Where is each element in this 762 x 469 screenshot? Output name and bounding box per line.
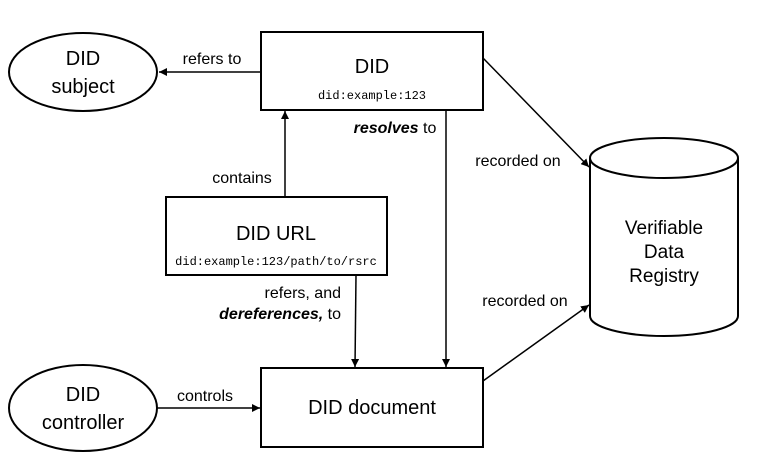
did-recorded-on-label: recorded on [475, 153, 560, 170]
did-code: did:example:123 [318, 89, 426, 103]
did-url-code: did:example:123/path/to/rsrc [175, 255, 377, 269]
resolves-rest: to [419, 120, 437, 137]
did-controller-line1: DID [66, 384, 100, 406]
resolves-emph: resolves [354, 120, 419, 137]
dereferences-to-arrow [351, 274, 360, 368]
dereferences-to-label: dereferences, to [219, 306, 341, 323]
did-controller-node: DID controller [8, 364, 158, 452]
did-document-node: DID document [260, 367, 484, 448]
dereferences-rest: to [323, 306, 341, 323]
did-subject-node: DID subject [8, 32, 158, 112]
registry-line1: Verifiable [625, 218, 703, 239]
registry-line2: Data [644, 242, 685, 263]
verifiable-data-registry-node: Verifiable Data Registry [589, 137, 739, 337]
document-recorded-on-label: recorded on [482, 293, 567, 310]
did-url-node: DID URL did:example:123/path/to/rsrc [165, 196, 388, 276]
resolves-to-label: resolves to [354, 120, 437, 137]
did-url-title: DID URL [236, 223, 316, 245]
did-recorded-on-arrow [482, 57, 590, 168]
contains-label: contains [212, 170, 272, 187]
did-subject-line1: DID [66, 48, 100, 70]
document-recorded-on-arrow [482, 304, 590, 382]
did-node: DID did:example:123 [260, 31, 484, 111]
did-title: DID [355, 56, 389, 78]
refers-and-label: refers, and [265, 285, 341, 302]
did-controller-line2: controller [42, 412, 125, 434]
did-document-title: DID document [308, 397, 436, 419]
registry-line3: Registry [629, 266, 699, 287]
did-subject-line2: subject [51, 76, 115, 98]
controls-label: controls [177, 388, 233, 405]
dereferences-emph: dereferences, [219, 306, 323, 323]
refers-to-label: refers to [183, 51, 242, 68]
